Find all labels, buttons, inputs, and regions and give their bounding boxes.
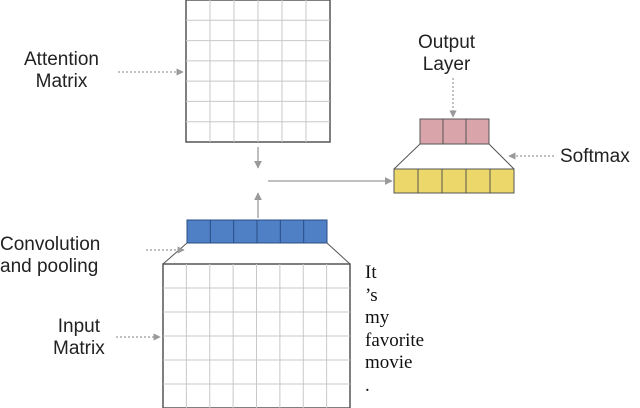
softmax-bar xyxy=(393,168,515,194)
input-word: movie xyxy=(365,352,413,373)
input-word: It xyxy=(365,262,377,283)
softmax-label: Softmax xyxy=(560,146,630,167)
input-matrix-grid xyxy=(162,263,351,408)
flow-arrows xyxy=(254,147,393,218)
input-word: my xyxy=(365,307,390,328)
output-layer-label: Output Layer xyxy=(418,32,476,75)
output-softmax-funnel xyxy=(393,143,515,170)
input-words-list: It ’s my favorite movie . xyxy=(365,262,424,397)
output-layer-bar xyxy=(419,118,490,145)
input-word: ’s xyxy=(365,284,378,306)
input-matrix-label: Input Matrix xyxy=(53,316,105,359)
input-word: favorite xyxy=(365,329,425,351)
attention-matrix-label: Attention Matrix xyxy=(24,49,99,92)
attention-matrix-grid xyxy=(185,0,331,143)
input-conv-funnel xyxy=(162,242,351,265)
convolution-pooling-label: Convolution and pooling xyxy=(0,234,101,277)
input-word: . xyxy=(365,374,370,396)
pointer-arrows xyxy=(116,68,554,341)
convolution-pooling-bar xyxy=(186,219,328,244)
